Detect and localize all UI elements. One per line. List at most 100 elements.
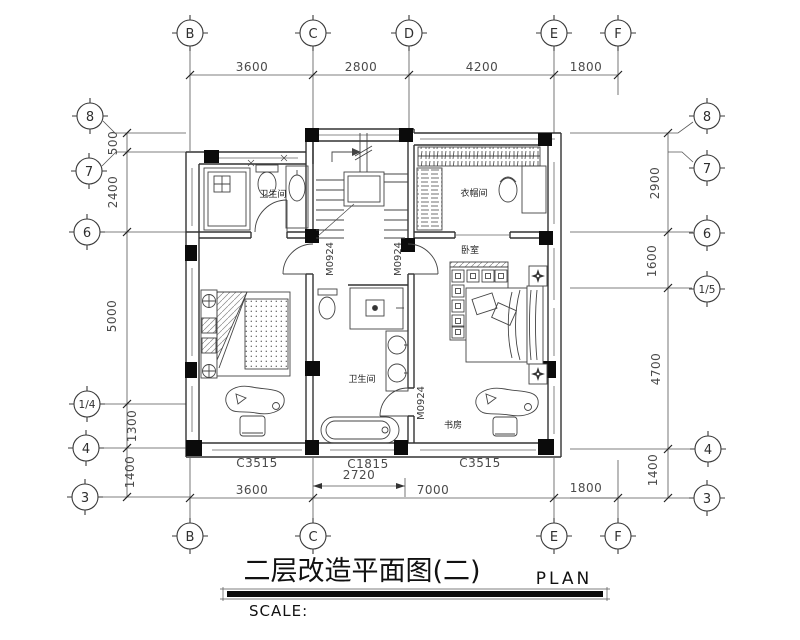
grid-line-vertical: [189, 46, 619, 151]
toilet-tank: [255, 164, 279, 173]
axis-label: 6: [83, 226, 91, 241]
nightstand: [201, 317, 217, 334]
chair: [492, 416, 518, 437]
sink-basin: [387, 335, 407, 355]
axis-label: E: [550, 27, 558, 42]
stair-landing-inner: [347, 175, 381, 203]
window-label: C3515: [236, 456, 277, 470]
door-swing: [407, 243, 439, 275]
study: [475, 387, 539, 437]
desk: [475, 387, 539, 417]
chair-back: [499, 176, 517, 183]
stair-up-arrow-line: [331, 151, 352, 162]
axis-label: 3: [703, 492, 711, 507]
column: [538, 133, 552, 146]
title-underline-ticks: [220, 587, 610, 601]
axis-label: 1/5: [699, 284, 716, 296]
sink-basin: [288, 174, 306, 202]
blanket-edge: [218, 291, 248, 369]
room-label: 衣帽间: [460, 187, 487, 199]
bed: [465, 287, 528, 363]
chair: [239, 415, 266, 437]
stair-treads-right: [384, 173, 408, 239]
chair: [498, 177, 518, 203]
axis-label: 7: [703, 162, 711, 177]
column: [394, 440, 408, 455]
axis-label: F: [614, 530, 621, 545]
column: [305, 229, 319, 243]
column: [185, 362, 197, 378]
axis-label: 4: [704, 443, 712, 458]
axis-label: C: [308, 27, 317, 42]
column: [305, 361, 320, 376]
axis-labels: B C D E F 8 7 6 1/4 4 3 8 7 6 1/5 4 3 B …: [79, 27, 716, 545]
dim-label: 1400: [123, 456, 137, 489]
axis-label: 6: [703, 227, 711, 242]
stair-up-arrow: [352, 148, 361, 156]
column: [539, 231, 553, 245]
window-label: C1815: [347, 457, 388, 471]
headboard-lines: [529, 289, 538, 361]
column: [401, 238, 415, 252]
rug-fringe: [449, 261, 509, 268]
shower-enclosure: [349, 287, 404, 330]
dim-label: 7000: [417, 483, 450, 497]
door-swing: [254, 199, 288, 233]
axis-label: 7: [85, 165, 93, 180]
pillow: [491, 302, 517, 326]
shower-cabinet: [203, 167, 251, 231]
door-label: M0924: [325, 242, 336, 276]
dim-label: 2900: [648, 167, 662, 200]
sink-counter: [285, 165, 309, 229]
rug-motif: [494, 269, 508, 283]
shower-drain: [372, 305, 378, 311]
dim-ticks-top: [185, 70, 623, 80]
dresser: [521, 165, 547, 214]
dim-ticks-right: [663, 128, 673, 503]
toilet-bowl: [257, 171, 277, 197]
shower-cabinet-inner: [207, 171, 247, 227]
drawing-title: 二层改造平面图(二): [243, 556, 480, 587]
door-label: M0924: [416, 386, 427, 420]
column: [538, 439, 554, 455]
dimension-labels: 3600 2800 4200 1800 3600 2720 7000 1800 …: [105, 60, 663, 497]
axis-label: 4: [82, 442, 90, 457]
outer-walls: [185, 128, 562, 458]
sink-taps: [404, 344, 408, 374]
bathtub-inner: [325, 420, 391, 440]
stair-stem: [354, 133, 373, 172]
bedroom-right: [449, 261, 548, 385]
room-label: 卫生间: [348, 373, 375, 385]
desk-item: [272, 402, 280, 410]
axis-label: F: [614, 27, 621, 42]
rug-motif: [451, 284, 465, 298]
bedroom-left: [200, 289, 291, 437]
room-label: 卧室: [461, 244, 479, 256]
nightstand-lamp: [202, 294, 216, 308]
dim-label: 1800: [570, 481, 603, 495]
desk-item: [235, 393, 247, 405]
room-label: 书房: [444, 419, 462, 431]
dim-label: 1600: [645, 245, 659, 278]
scale-label: SCALE:: [249, 602, 308, 620]
plumbing-marks: [247, 154, 288, 167]
column: [186, 440, 202, 456]
wardrobe-rack-top: [417, 146, 541, 167]
dim-label: 1300: [125, 410, 139, 443]
plan-label: PLAN: [536, 569, 592, 589]
desk: [225, 385, 285, 415]
shower-tray: [365, 299, 385, 317]
hall-doors: [282, 243, 439, 275]
axis-label: 8: [86, 110, 94, 125]
rug-motif: [451, 325, 465, 339]
cloakroom: [416, 146, 547, 231]
rug-motif: [481, 269, 495, 283]
nightstand-lamp: [202, 364, 216, 378]
dim-label: 2720: [343, 468, 376, 482]
axis-label: B: [186, 27, 195, 42]
bathtub: [320, 416, 400, 444]
door-swing: [282, 243, 314, 275]
dim-label: 500: [106, 131, 120, 155]
sink-basin: [387, 363, 407, 383]
